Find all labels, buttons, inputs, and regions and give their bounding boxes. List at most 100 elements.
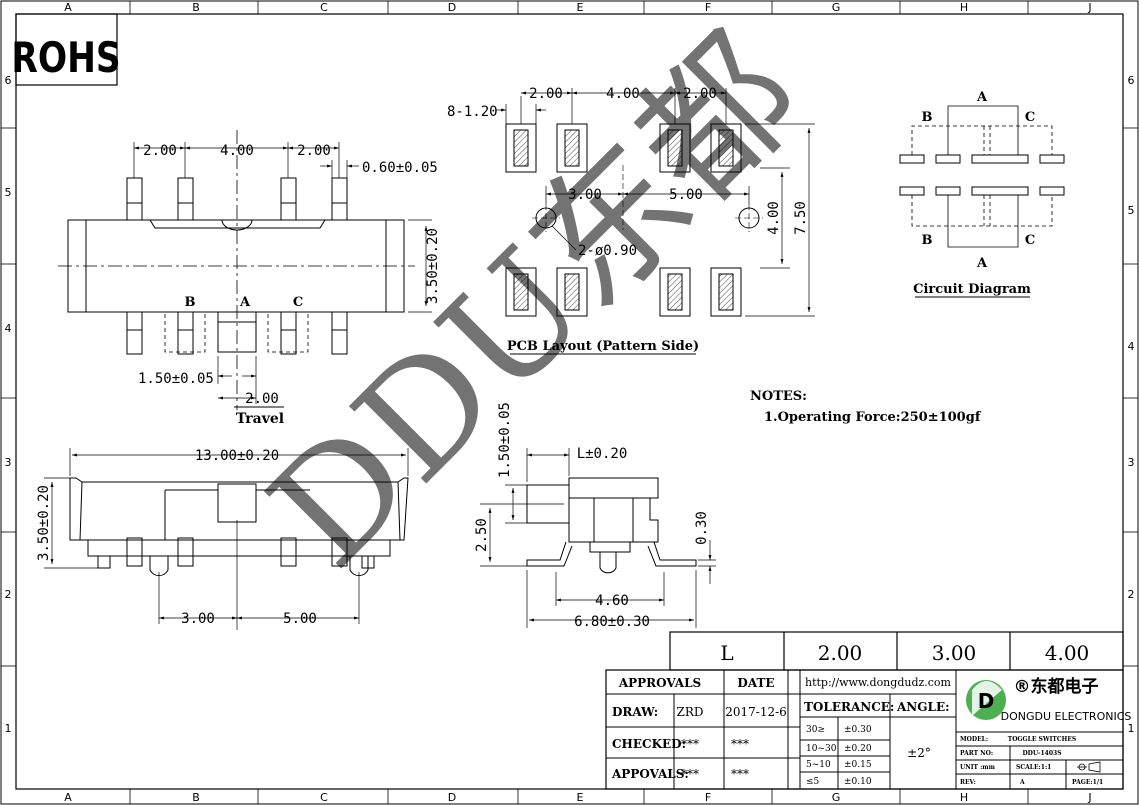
side-view-text: 1.50±0.05 L±0.20 2.50 0.30 4.60 6.80±0.3…	[474, 402, 710, 630]
dim-label: 2.00	[245, 391, 279, 407]
col-label: H	[960, 791, 968, 804]
dim-label: 3.00	[568, 187, 602, 203]
dim-label: 3.00	[181, 611, 215, 627]
row-label: 6	[5, 74, 12, 87]
checked-label: CHECKED:	[612, 737, 686, 751]
dim-label: 4.60	[595, 593, 629, 609]
scale-label: SCALE:1:1	[1016, 764, 1051, 771]
model-label: MODEL:	[960, 736, 988, 743]
part-label: PART NO:	[960, 750, 993, 757]
angle-value: ±2°	[907, 746, 931, 760]
row-label: 6	[1128, 74, 1135, 87]
l-value: 3.00	[932, 641, 977, 665]
col-label: F	[705, 791, 711, 804]
l-header: L	[720, 641, 733, 665]
page-label: PAGE:1/1	[1072, 779, 1103, 786]
col-label: G	[832, 1, 841, 14]
dim-label: 5.00	[669, 187, 703, 203]
dim-label: 2.00	[683, 86, 717, 102]
dim-label: L±0.20	[577, 446, 628, 462]
notes: NOTES: 1.Operating Force:250±100gf	[750, 389, 982, 425]
part-value: DDU-1403S	[1022, 750, 1061, 757]
row-label: 2	[5, 588, 12, 601]
pin-label-b: B	[185, 295, 196, 310]
draw-label: DRAW:	[612, 705, 658, 719]
circuit-label-b: B	[922, 110, 933, 125]
tol-value: ±0.20	[844, 744, 872, 754]
col-label: G	[832, 791, 841, 804]
dim-label: 4.00	[606, 86, 640, 102]
col-label: J	[1087, 791, 1091, 804]
dim-label: 0.60±0.05	[362, 160, 438, 176]
circuit-label-b: B	[922, 233, 933, 248]
col-label: B	[192, 1, 200, 14]
col-label: D	[448, 791, 456, 804]
dim-label: 4.00	[220, 143, 254, 159]
l-table-text: L 2.00 3.00 4.00	[720, 641, 1089, 665]
row-label: 4	[5, 322, 12, 335]
front-view	[44, 448, 409, 630]
top-view	[58, 130, 432, 410]
title-block-text: APPROVALS DATE DRAW: CHECKED: APPOVALS: …	[611, 676, 1131, 787]
rohs-box: ROHS	[11, 13, 121, 86]
circuit-diagram	[899, 105, 1065, 248]
company-name-cn: ®东都电子	[1014, 676, 1099, 697]
l-value: 4.00	[1045, 641, 1090, 665]
top-view-text: 2.00 4.00 2.00 0.60±0.05 3.50±0.20 B A C…	[138, 143, 441, 427]
unit-label: UNIT :mm	[960, 764, 996, 771]
logo-letter: D	[978, 689, 995, 713]
frame-labels: A B C D E F G H J A B C D E F G H J 6 5 …	[5, 1, 1135, 804]
company-name-en: DONGDU ELECTRONICS	[1001, 710, 1132, 723]
title-block	[605, 669, 1124, 790]
row-label: 5	[1128, 204, 1135, 217]
dim-label: 7.50	[793, 201, 809, 235]
dim-label: 0.30	[694, 511, 710, 545]
tol-range: 30≥	[806, 725, 825, 735]
company-logo: D	[966, 680, 1006, 720]
dim-label: 3.50±0.20	[36, 485, 52, 561]
row-label: 2	[1128, 588, 1135, 601]
dim-label: 1.50±0.05	[497, 402, 513, 478]
tolerance-label: TOLERANCE:	[804, 700, 894, 714]
tol-range: 5~10	[806, 760, 831, 770]
dim-label: 2.50	[474, 518, 490, 552]
appovals-date: ***	[731, 767, 749, 781]
tol-range: ≤5	[806, 777, 820, 787]
col-label: J	[1087, 1, 1091, 14]
dim-label: 8-1.20	[447, 104, 498, 120]
rev-label: REV:	[960, 779, 976, 786]
pin-label-a: A	[239, 295, 251, 310]
row-label: 3	[5, 456, 12, 469]
col-label: E	[577, 791, 584, 804]
dim-label: 1.50±0.05	[138, 371, 214, 387]
appovals-name: ***	[681, 767, 699, 781]
rev-value: A	[1019, 779, 1025, 786]
row-label: 4	[1128, 340, 1135, 353]
row-label: 1	[5, 722, 12, 735]
notes-title: NOTES:	[750, 389, 807, 404]
circuit-label-c: C	[1025, 110, 1035, 125]
notes-line: 1.Operating Force:250±100gf	[764, 410, 982, 425]
pin-label-c: C	[293, 295, 303, 310]
circuit-label-c: C	[1025, 233, 1035, 248]
front-view-text: 13.00±0.20 3.50±0.20 3.00 5.00	[36, 448, 317, 627]
col-label: F	[705, 1, 711, 14]
checked-date: ***	[731, 737, 749, 751]
col-label: B	[192, 791, 200, 804]
draw-date: 2017-12-6	[725, 705, 787, 719]
draw-name: ZRD	[677, 705, 704, 719]
rohs-label: ROHS	[11, 34, 120, 83]
circuit-text: A B C B C A Circuit Diagram	[913, 90, 1035, 297]
approvals-header: APPROVALS	[618, 676, 701, 690]
company-url: http://www.dongdudz.com	[805, 676, 952, 689]
dim-label: 3.50±0.20	[425, 228, 441, 304]
dim-label: 6.80±0.30	[574, 614, 650, 630]
tol-value: ±0.10	[844, 777, 872, 787]
tol-range: 10~30	[806, 744, 837, 754]
col-label: E	[577, 1, 584, 14]
dim-label: 2.00	[297, 143, 331, 159]
pcb-caption: PCB Layout (Pattern Side)	[507, 339, 699, 354]
pcb-text: 8-1.20 2.00 4.00 2.00 3.00 5.00 2-ø0.90 …	[447, 86, 809, 354]
